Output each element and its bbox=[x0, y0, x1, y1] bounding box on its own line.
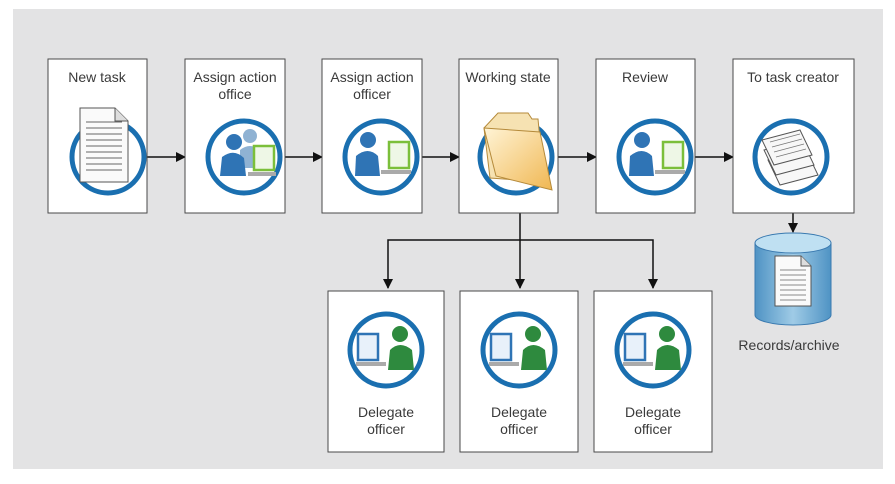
delegate-label-line1: Delegate bbox=[358, 404, 414, 420]
arrow-working-to-delegate-1 bbox=[383, 213, 521, 289]
person-computer-icon bbox=[616, 118, 694, 196]
team-computer-icon bbox=[205, 118, 283, 196]
stage-label-line1: Assign action bbox=[330, 69, 413, 85]
delegate-label-line1: Delegate bbox=[625, 404, 681, 420]
delegate-officer-2: Delegate officer bbox=[459, 290, 579, 453]
delegate-computer-icon bbox=[480, 311, 558, 389]
stage-review: Review bbox=[595, 58, 696, 214]
delegate-label-line2: officer bbox=[367, 421, 405, 437]
stage-working-state: Working state bbox=[458, 58, 559, 214]
delegate-officer-3: Delegate officer bbox=[593, 290, 713, 453]
delegate-label-line2: officer bbox=[634, 421, 672, 437]
stage-label: Review bbox=[622, 69, 669, 85]
delegate-label-line2: officer bbox=[500, 421, 538, 437]
stage-new-task: New task bbox=[47, 58, 148, 214]
stage-assign-action-officer: Assign action officer bbox=[321, 58, 423, 214]
person-computer-icon bbox=[342, 118, 420, 196]
arrow-working-to-delegate-3 bbox=[520, 239, 658, 289]
stage-label-line1: Assign action bbox=[193, 69, 276, 85]
stage-label: New task bbox=[68, 69, 127, 85]
folder-icon bbox=[477, 112, 555, 196]
document-icon bbox=[69, 107, 147, 196]
delegate-officer-1: Delegate officer bbox=[327, 290, 445, 453]
stage-label: To task creator bbox=[747, 69, 839, 85]
archive-label: Records/archive bbox=[738, 337, 839, 353]
delegate-label-line1: Delegate bbox=[491, 404, 547, 420]
stage-to-task-creator: To task creator bbox=[732, 58, 855, 214]
delegate-computer-icon bbox=[347, 311, 425, 389]
stage-label-line2: office bbox=[218, 86, 251, 102]
stage-assign-action-office: Assign action office bbox=[184, 58, 286, 214]
database-icon bbox=[754, 232, 832, 326]
stacked-documents-icon bbox=[752, 118, 830, 196]
stage-label: Working state bbox=[465, 69, 551, 85]
delegate-computer-icon bbox=[614, 311, 692, 389]
stage-label-line2: officer bbox=[353, 86, 391, 102]
connectors bbox=[147, 152, 798, 289]
records-archive: Records/archive bbox=[738, 232, 840, 353]
